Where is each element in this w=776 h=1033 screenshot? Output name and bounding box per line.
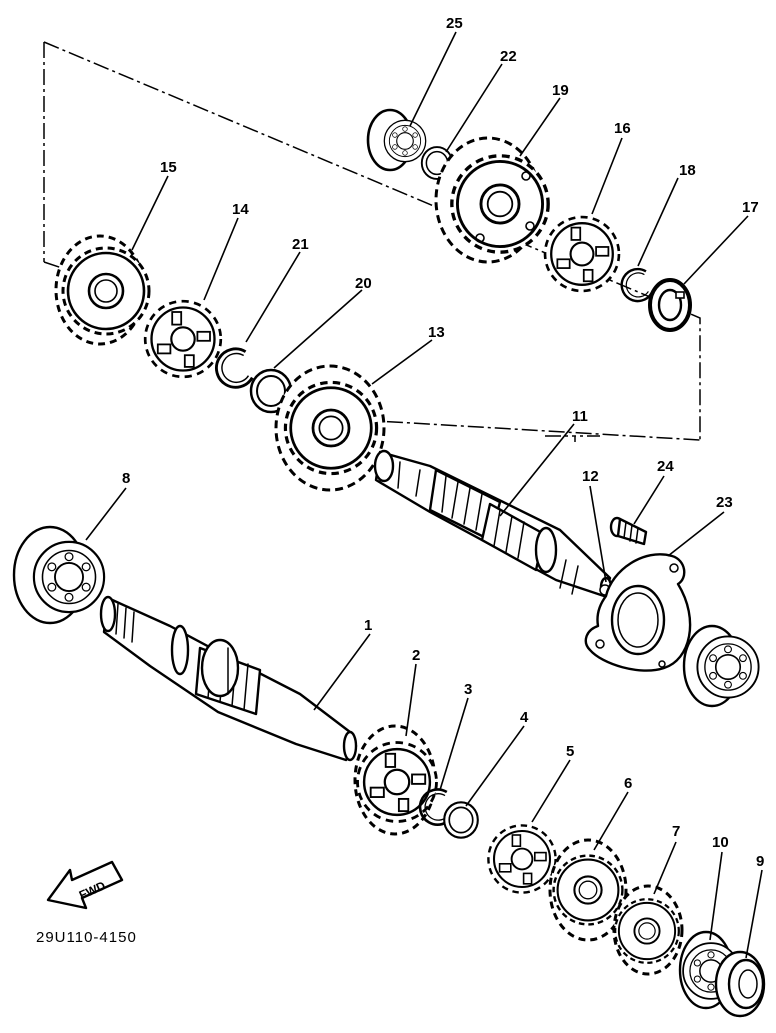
callout-12: 12	[582, 468, 599, 485]
part-7-gear	[612, 884, 684, 976]
part-24-screw	[609, 516, 648, 546]
callout-10: 10	[712, 834, 729, 851]
callout-1: 1	[364, 617, 372, 634]
callout-19: 19	[552, 82, 569, 99]
part-17-washer	[648, 278, 692, 332]
part-9-seal	[714, 950, 766, 1018]
part-8-bearing	[12, 525, 106, 625]
callout-13: 13	[428, 324, 445, 341]
part-21-circlip	[214, 347, 255, 389]
part-5-dog-gear	[487, 824, 557, 894]
part-19-gear	[434, 136, 551, 264]
part-1-main-axle	[99, 595, 358, 762]
callout-11: 11	[572, 408, 588, 425]
part-4-washer	[442, 801, 480, 839]
part-14-dog-gear	[143, 299, 223, 379]
callout-5: 5	[566, 743, 574, 760]
callout-14: 14	[232, 201, 249, 218]
callout-15: 15	[160, 159, 177, 176]
callout-25: 25	[446, 15, 463, 32]
callout-20: 20	[355, 275, 372, 292]
part-16-dog-gear	[543, 215, 621, 293]
callout-16: 16	[614, 120, 631, 137]
part-2-gear	[353, 724, 439, 836]
callout-18: 18	[679, 162, 696, 179]
callout-17: 17	[742, 199, 759, 216]
callout-6: 6	[624, 775, 632, 792]
callout-numbers: 25 22 19 16 18 17 15 14 21 20 13 11 12 2…	[122, 15, 764, 870]
callout-7: 7	[672, 823, 680, 840]
callout-9: 9	[756, 853, 764, 870]
diagram-code: 29U110-4150	[36, 929, 137, 946]
part-13-gear	[274, 364, 386, 492]
right-bearing	[682, 624, 760, 708]
part-6-gear	[548, 838, 628, 942]
part-11-shaft	[373, 449, 613, 598]
part-23-plate	[584, 553, 692, 672]
callout-23: 23	[716, 494, 733, 511]
callout-4: 4	[520, 709, 529, 726]
callout-3: 3	[464, 681, 472, 698]
callout-2: 2	[412, 647, 420, 664]
callout-22: 22	[500, 48, 517, 65]
callout-24: 24	[657, 458, 674, 475]
callout-8: 8	[122, 470, 130, 487]
forward-direction-arrow: FWD	[46, 860, 124, 910]
part-15-gear	[54, 234, 151, 346]
leader-lines	[85, 31, 763, 959]
callout-21: 21	[292, 236, 309, 253]
part-25-bearing	[366, 108, 427, 172]
